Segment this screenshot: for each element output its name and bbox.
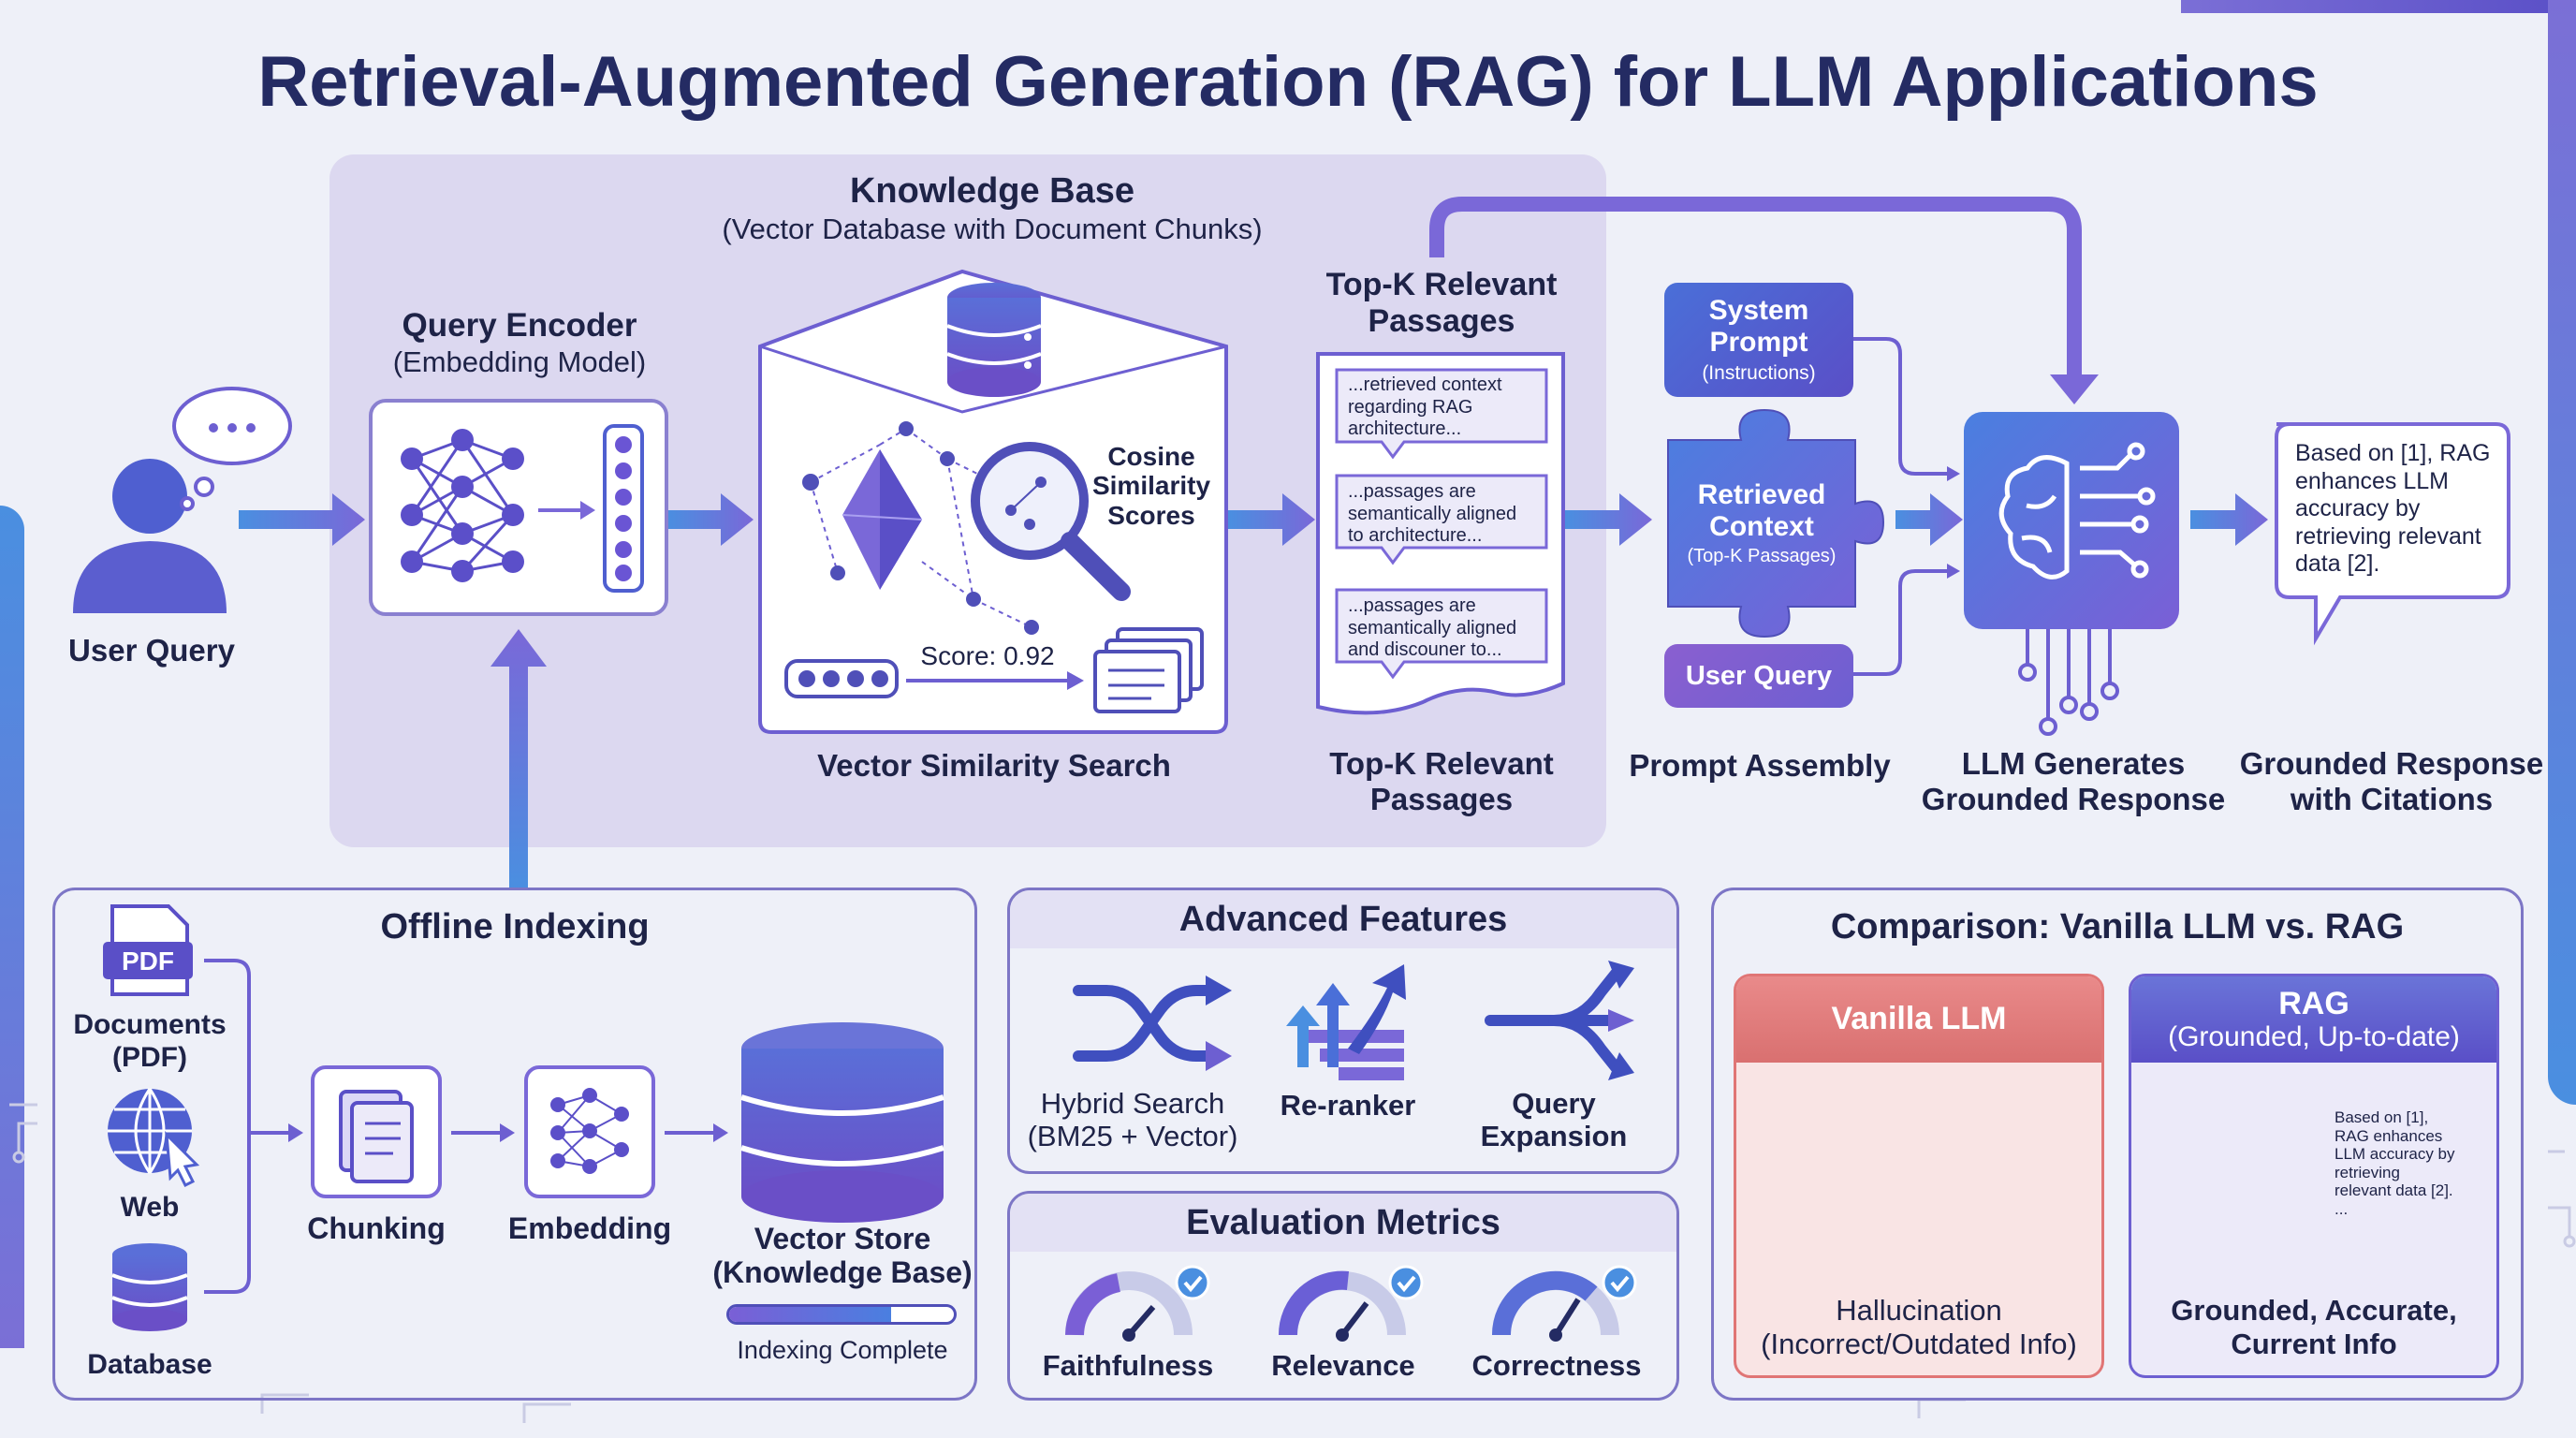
rag-subtitle: (Grounded, Up-to-date) bbox=[2168, 1021, 2460, 1052]
corner-accent-top-right bbox=[2181, 0, 2576, 13]
indexing-status: Indexing Complete bbox=[737, 1336, 948, 1364]
grounded-response-text: Based on [1], RAG enhances LLM accuracy … bbox=[2295, 440, 2491, 577]
user-avatar-icon bbox=[73, 387, 292, 613]
user-query-box-label: User Query bbox=[1685, 660, 1833, 691]
system-prompt-title: System Prompt bbox=[1708, 295, 1809, 358]
vanilla-llm-title: Vanilla LLM bbox=[1831, 1001, 2007, 1036]
top-k-title: Top-K Relevant Passages bbox=[1325, 267, 1558, 340]
side-accent-left bbox=[0, 506, 24, 1348]
system-prompt-subtitle: (Instructions) bbox=[1702, 361, 1816, 384]
re-ranker-label: Re-ranker bbox=[1280, 1089, 1416, 1122]
similarity-score: Score: 0.92 bbox=[920, 641, 1055, 670]
indexing-progress-bar bbox=[726, 1304, 957, 1325]
embedding-label: Embedding bbox=[507, 1211, 672, 1245]
correctness-label: Correctness bbox=[1471, 1349, 1642, 1382]
comparison-title: Comparison: Vanilla LLM vs. RAG bbox=[1830, 907, 2405, 946]
side-accent-right bbox=[2548, 0, 2576, 1105]
evaluation-header bbox=[1010, 1194, 1676, 1252]
rag-header bbox=[2131, 976, 2496, 1063]
rag-title: RAG bbox=[2278, 986, 2349, 1021]
passage-2: ...passages are semantically aligned to … bbox=[1348, 481, 1517, 547]
llm-caption: LLM Generates Grounded Response bbox=[1921, 746, 2226, 816]
query-encoder-subtitle: (Embedding Model) bbox=[392, 345, 647, 378]
advanced-features-title: Advanced Features bbox=[1178, 900, 1508, 939]
page-title: Retrieval-Augmented Generation (RAG) for… bbox=[257, 42, 2319, 122]
comparison-panel bbox=[1711, 888, 2524, 1401]
knowledge-base-title: Knowledge Base bbox=[849, 171, 1135, 211]
passage-1: ...retrieved context regarding RAG archi… bbox=[1348, 374, 1502, 440]
user-query-label: User Query bbox=[68, 633, 235, 668]
advanced-features-header bbox=[1010, 890, 1676, 948]
retrieved-context-subtitle: (Top-K Passages) bbox=[1687, 546, 1837, 566]
retrieved-context-title: Retrieved Context bbox=[1697, 479, 1826, 542]
evaluation-metrics-panel bbox=[1007, 1191, 1679, 1401]
query-expansion-label: Query Expansion bbox=[1480, 1087, 1628, 1152]
rag-caption: Grounded, Accurate, Current Info bbox=[2171, 1294, 2457, 1360]
web-label: Web bbox=[120, 1192, 180, 1223]
hybrid-search-label: Hybrid Search (BM25 + Vector) bbox=[1027, 1087, 1238, 1152]
rag-bubble-text: Based on [1], RAG enhances LLM accuracy … bbox=[2334, 1108, 2455, 1218]
indexing-progress-fill bbox=[729, 1307, 891, 1322]
prompt-assembly-caption: Prompt Assembly bbox=[1629, 748, 1891, 783]
vanilla-llm-header bbox=[1736, 976, 2101, 1063]
vector-store-label: Vector Store (Knowledge Base) bbox=[712, 1222, 973, 1289]
relevance-label: Relevance bbox=[1271, 1349, 1415, 1382]
passage-3: ...passages are semantically aligned and… bbox=[1348, 595, 1517, 661]
vanilla-llm-caption: Hallucination (Incorrect/Outdated Info) bbox=[1761, 1294, 2077, 1360]
evaluation-metrics-title: Evaluation Metrics bbox=[1186, 1203, 1500, 1242]
offline-indexing-panel bbox=[52, 888, 977, 1401]
documents-label: Documents (PDF) bbox=[73, 1009, 227, 1073]
cosine-similarity-label: Cosine Similarity Scores bbox=[1091, 442, 1211, 530]
user-query-box: User Query bbox=[1664, 644, 1853, 708]
offline-indexing-title: Offline Indexing bbox=[380, 907, 650, 946]
grounded-response-caption: Grounded Response with Citations bbox=[2239, 746, 2544, 816]
brain-circuit-icon bbox=[1998, 442, 2156, 580]
query-encoder-title: Query Encoder bbox=[402, 307, 637, 344]
vector-search-caption: Vector Similarity Search bbox=[817, 748, 1171, 783]
chunking-label: Chunking bbox=[307, 1211, 446, 1245]
pdf-badge: PDF bbox=[122, 946, 174, 976]
knowledge-base-subtitle: (Vector Database with Document Chunks) bbox=[722, 213, 1263, 245]
faithfulness-label: Faithfulness bbox=[1042, 1349, 1214, 1382]
system-prompt-box: System Prompt (Instructions) bbox=[1664, 283, 1853, 397]
database-label: Database bbox=[87, 1349, 212, 1380]
advanced-features-panel bbox=[1007, 888, 1679, 1174]
top-k-caption: Top-K Relevant Passages bbox=[1329, 746, 1554, 816]
